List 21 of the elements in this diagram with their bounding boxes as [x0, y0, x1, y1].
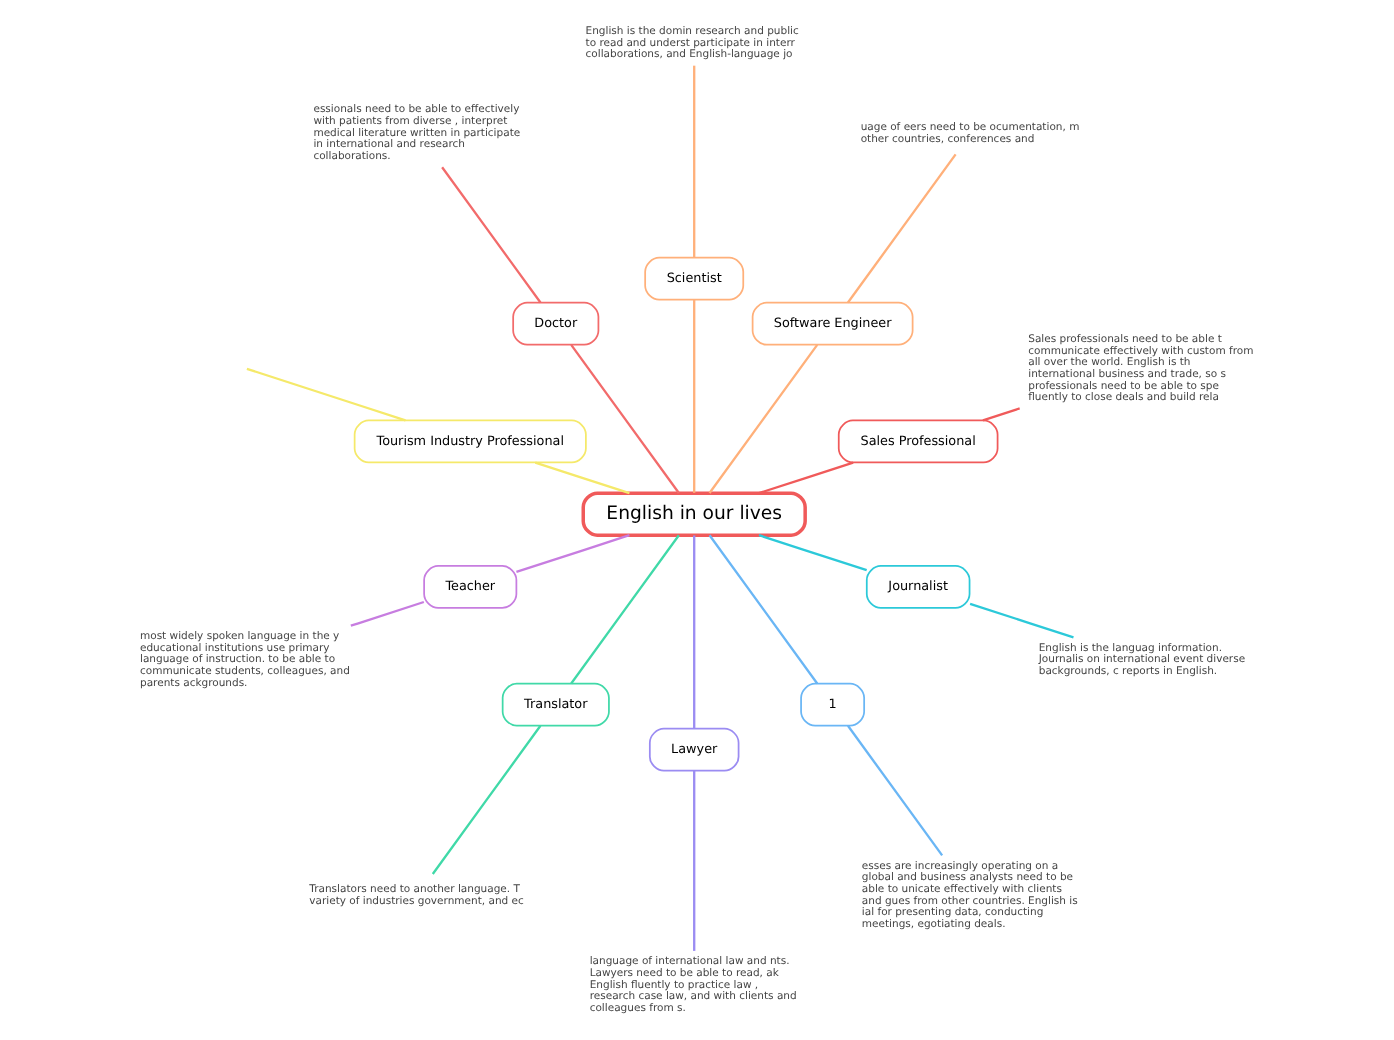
- connector: [430, 725, 541, 875]
- connector: [692, 65, 695, 258]
- connector: [968, 602, 1073, 639]
- connector: [569, 534, 679, 685]
- connector: [757, 461, 853, 495]
- connector: [692, 299, 695, 493]
- connector: [440, 166, 541, 304]
- connector: [981, 407, 1019, 422]
- connector: [349, 600, 424, 627]
- connector: [846, 153, 956, 304]
- connector: [707, 344, 818, 494]
- connector: [692, 535, 695, 729]
- connector: [692, 770, 695, 951]
- connector: [569, 344, 679, 494]
- connector: [533, 461, 629, 495]
- node-box: English in our lives: [580, 491, 806, 537]
- connector: [707, 534, 818, 685]
- connector: [245, 367, 405, 422]
- connector: [515, 534, 629, 574]
- connector: [757, 534, 867, 572]
- connector: [846, 725, 943, 857]
